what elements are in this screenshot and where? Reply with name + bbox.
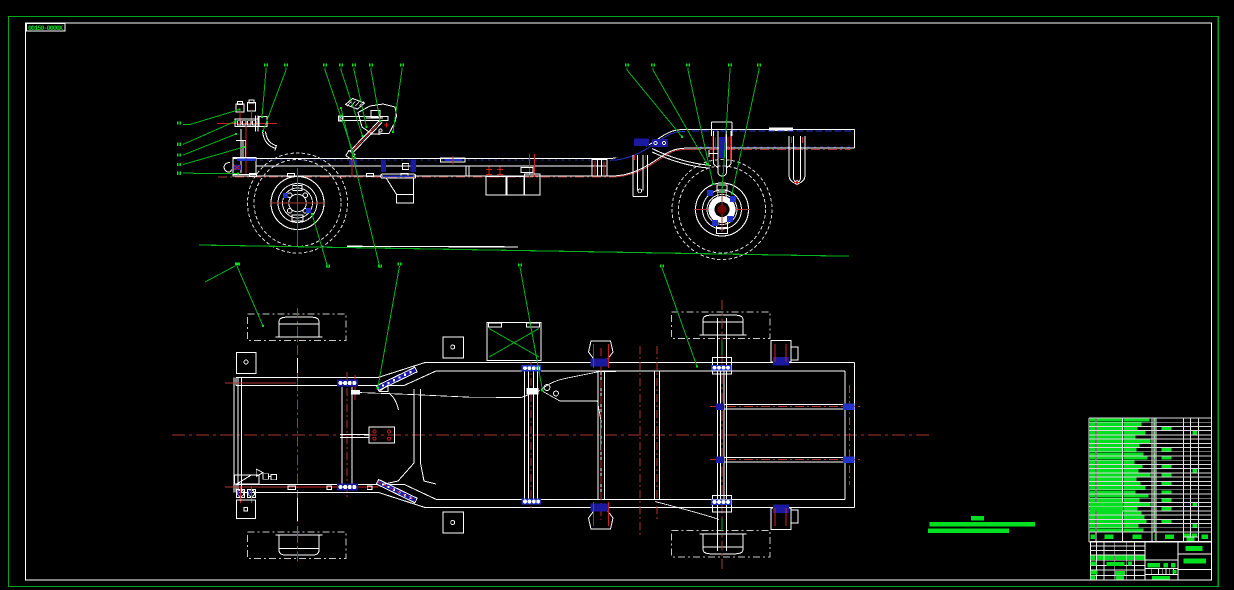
svg-text:00150-0000X: 00150-0000X — [28, 25, 63, 32]
